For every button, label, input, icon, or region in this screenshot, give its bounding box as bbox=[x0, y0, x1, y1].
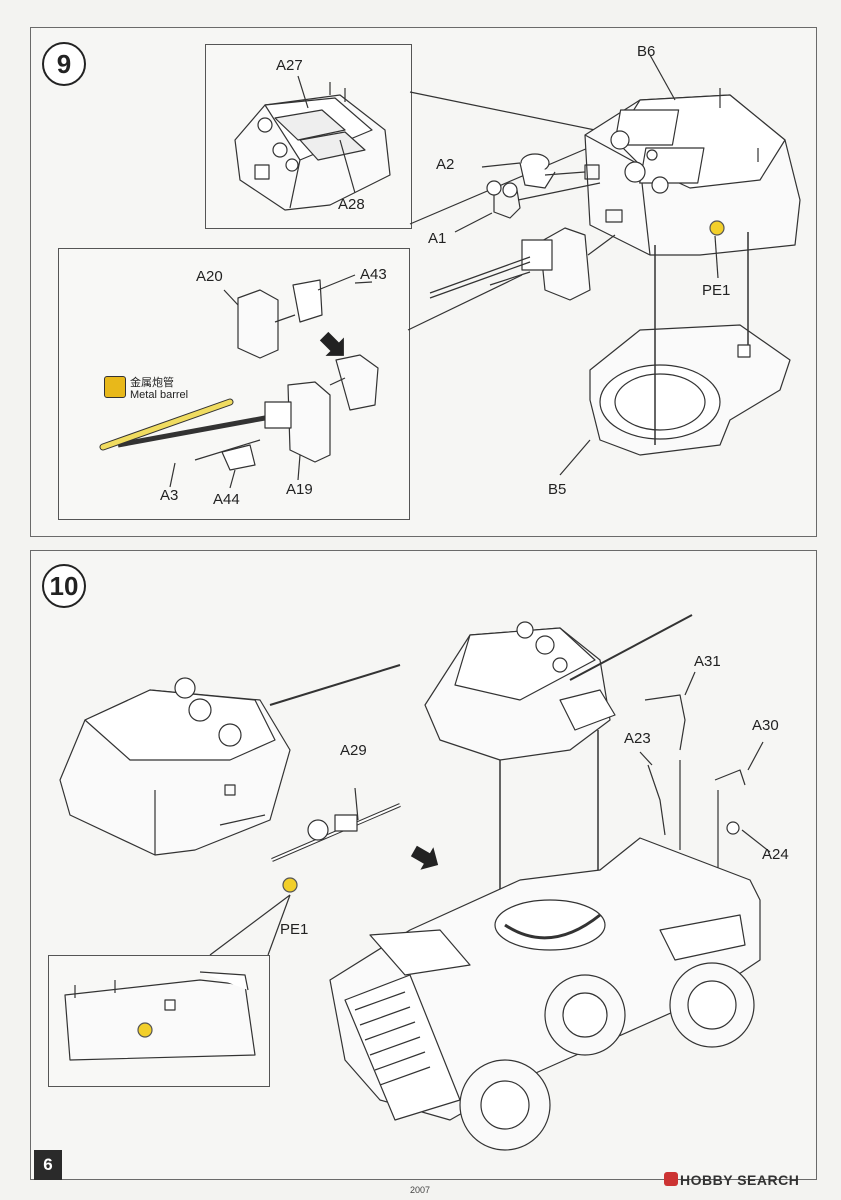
step-9-number: 9 bbox=[42, 42, 86, 86]
armored-car-hull-drawing bbox=[329, 837, 761, 1151]
gun-parts-inset-drawing bbox=[117, 274, 379, 489]
metal-barrel-label-cn: 金属炮管 bbox=[130, 377, 174, 389]
label-a20: A20 bbox=[196, 268, 223, 285]
label-a31: A31 bbox=[694, 653, 721, 670]
hobby-search-watermark: HOBBY SEARCH bbox=[680, 1172, 800, 1188]
label-a1: A1 bbox=[428, 230, 447, 247]
turret-b6-drawing bbox=[584, 54, 801, 256]
page-number: 6 bbox=[34, 1150, 62, 1180]
turret-top-right-drawing bbox=[424, 614, 693, 920]
label-a44: A44 bbox=[213, 491, 240, 508]
hobby-search-logo-icon bbox=[664, 1172, 678, 1186]
hull-ring-b5-drawing bbox=[559, 232, 791, 476]
label-a23: A23 bbox=[624, 730, 651, 747]
label-a43: A43 bbox=[360, 266, 387, 283]
a29-mg-drawing bbox=[271, 787, 401, 862]
label-a3: A3 bbox=[160, 487, 179, 504]
label-a2: A2 bbox=[436, 156, 455, 173]
metal-barrel-icon bbox=[104, 376, 126, 398]
turret-left-drawing bbox=[59, 664, 401, 856]
label-pe1-step9: PE1 bbox=[702, 282, 731, 299]
a2-a1-parts-drawing bbox=[454, 153, 601, 233]
print-code: 2007 bbox=[410, 1185, 431, 1195]
label-a24: A24 bbox=[762, 846, 789, 863]
label-a30: A30 bbox=[752, 717, 779, 734]
label-b5: B5 bbox=[548, 481, 567, 498]
inset-hull-drawing bbox=[64, 971, 256, 1061]
gun-assembly-main-drawing bbox=[407, 227, 616, 331]
label-a27: A27 bbox=[276, 57, 303, 74]
label-pe1-step10: PE1 bbox=[280, 921, 309, 938]
label-a19: A19 bbox=[286, 481, 313, 498]
label-b6: B6 bbox=[637, 43, 656, 60]
step-10-number: 10 bbox=[42, 564, 86, 608]
turret-top-inset-drawing bbox=[234, 75, 391, 211]
metal-barrel-label-en: Metal barrel bbox=[130, 389, 189, 401]
label-a28: A28 bbox=[338, 196, 365, 213]
label-a29: A29 bbox=[340, 742, 367, 759]
